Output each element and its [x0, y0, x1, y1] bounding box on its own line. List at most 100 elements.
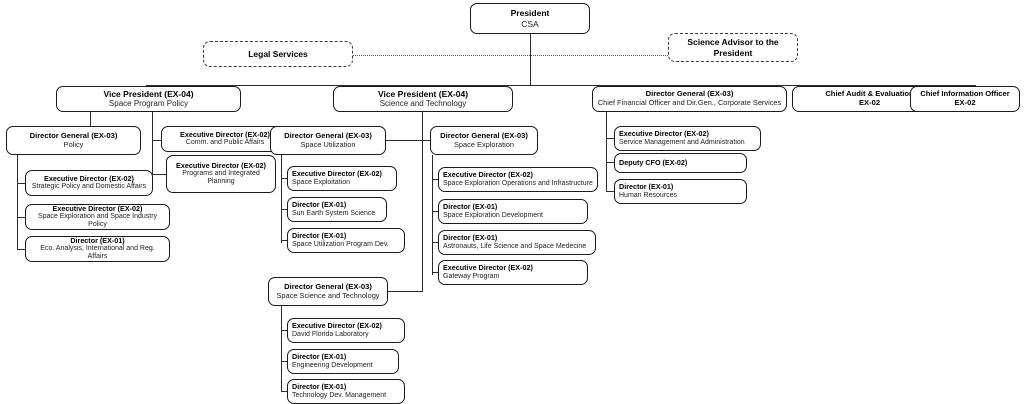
node-dir-technology-dev-management[interactable]: Director (EX-01) Technology Dev. Managem…: [287, 379, 405, 404]
node-dir-engdev-title: Director (EX-01): [292, 352, 347, 362]
connector-stub-ed-gateway: [432, 272, 438, 273]
connector-stub-ed-ops: [432, 179, 438, 180]
node-dir-eco-title: Director (EX-01): [70, 235, 125, 245]
connector-dgexplor-trunk: [432, 155, 433, 275]
connector-vpspp-right-trunk: [152, 112, 153, 174]
connector-vpst-trunk: [422, 112, 423, 292]
connector-stub-ed-programs: [152, 174, 166, 175]
node-ed-strategic-policy[interactable]: Executive Director (EX-02) Strategic Pol…: [25, 170, 153, 196]
connector-stub-dg-scitech: [378, 291, 422, 292]
node-ed-space-exploration-policy[interactable]: Executive Director (EX-02) Space Explora…: [25, 204, 170, 230]
connector-stub-dg-explor: [422, 140, 430, 141]
node-ed-service-title: Executive Director (EX-02): [619, 129, 709, 139]
node-ed-exploit-title: Executive Director (EX-02): [292, 169, 382, 179]
node-dir-engineering-development[interactable]: Director (EX-01) Engineering Development: [287, 349, 399, 374]
node-cio-title: Chief Information Officer: [920, 89, 1010, 99]
node-dir-space-exploration-development[interactable]: Director (EX-01) Space Exploration Devel…: [438, 199, 588, 224]
node-vp-spp-title: Vice President (EX-04): [103, 89, 194, 100]
node-dg-cfo-sub: Chief Financial Officer and Dir.Gen., Co…: [597, 98, 782, 108]
node-dep-cfo-title: Deputy CFO (EX-02): [619, 157, 688, 167]
node-dir-eco-analysis[interactable]: Director (EX-01) Eco. Analysis, Internat…: [25, 236, 170, 262]
node-dg-util-title: Director General (EX-03): [284, 130, 372, 140]
node-dg-scitech-sub: Space Science and Technology: [276, 290, 380, 300]
node-ed-space-exploration-operations[interactable]: Executive Director (EX-02) Space Explora…: [438, 167, 598, 192]
connector-stub-dg-util: [386, 140, 422, 141]
connector-cfo-trunk: [606, 112, 607, 192]
node-ed-service-sub: Service Management and Administration: [619, 138, 745, 146]
connector-stub-dir-expdev: [432, 211, 438, 212]
node-ed-space-exploitation[interactable]: Executive Director (EX-02) Space Exploit…: [287, 166, 397, 191]
node-vp-st-title: Vice President (EX-04): [377, 89, 469, 100]
node-ed-programs-title: Executive Director (EX-02): [176, 160, 266, 170]
node-vp-spp-sub: Space Program Policy: [108, 99, 189, 109]
node-science-advisor-sub: President: [713, 47, 753, 58]
node-dir-hr-title: Director (EX-01): [619, 182, 674, 192]
node-president[interactable]: President CSA: [470, 3, 590, 34]
node-dir-engdev-sub: Engineering Development: [292, 361, 373, 369]
node-ed-spaceexp-pol-sub: Space Exploration and Space Industry Pol…: [37, 213, 158, 229]
node-ed-exploit-sub: Space Exploitation: [292, 178, 350, 186]
node-dir-utilprog-title: Director (EX-01): [292, 231, 347, 241]
connector-dgscitech-trunk: [281, 306, 282, 392]
node-dir-sunearth-title: Director (EX-01): [292, 200, 347, 210]
node-dg-policy[interactable]: Director General (EX-03) Policy: [6, 126, 141, 155]
node-dg-util-sub: Space Utilization: [300, 139, 356, 149]
node-dir-astro-title: Director (EX-01): [443, 233, 498, 243]
node-dg-cfo[interactable]: Director General (EX-03) Chief Financial…: [592, 86, 787, 112]
node-dir-sunearth-sub: Sun Earth System Science: [292, 209, 376, 217]
connector-stub-ed-spaceexp-pol: [17, 217, 25, 218]
node-dg-space-utilization[interactable]: Director General (EX-03) Space Utilizati…: [270, 126, 386, 155]
node-vp-st-sub: Science and Technology: [379, 99, 467, 109]
node-vp-science-technology[interactable]: Vice President (EX-04) Science and Techn…: [333, 86, 513, 112]
node-ed-spaceexp-pol-title: Executive Director (EX-02): [52, 203, 143, 213]
node-dir-space-utilization-program-dev[interactable]: Director (EX-01) Space Utilization Progr…: [287, 228, 405, 253]
connector-stub-dep-cfo: [606, 162, 614, 163]
node-dg-space-science-technology[interactable]: Director General (EX-03) Space Science a…: [268, 277, 388, 306]
node-ed-programs-sub: Programs and Integrated Planning: [182, 169, 260, 186]
node-chief-information-officer[interactable]: Chief Information Officer EX-02: [910, 86, 1020, 112]
node-ed-strategic-sub: Strategic Policy and Domestic Affairs: [31, 183, 147, 191]
node-dg-policy-title: Director General (EX-03): [29, 130, 118, 140]
node-ed-comm-title: Executive Director (EX-02): [180, 129, 270, 139]
node-dir-utilprog-sub: Space Utilization Program Dev.: [292, 240, 389, 248]
node-science-advisor-title: Science Advisor to the: [687, 37, 779, 48]
connector-stub-ed-dfl: [281, 330, 287, 331]
node-dir-expdev-sub: Space Exploration Development: [443, 211, 544, 219]
node-dg-scitech-title: Director General (EX-03): [284, 281, 372, 291]
node-ed-gateway-sub: Gateway Program: [443, 272, 500, 280]
connector-stub-ed-service: [606, 138, 614, 139]
node-dir-expdev-title: Director (EX-01): [443, 202, 498, 212]
node-science-advisor[interactable]: Science Advisor to the President: [668, 33, 798, 62]
connector-staff-dotted: [352, 55, 670, 56]
connector-stub-dir-hr: [606, 191, 614, 192]
node-ed-ops-title: Executive Director (EX-02): [443, 170, 533, 180]
node-dir-sun-earth-system-science[interactable]: Director (EX-01) Sun Earth System Scienc…: [287, 197, 387, 222]
node-dg-cfo-title: Director General (EX-03): [645, 89, 734, 99]
node-ed-dfl-title: Executive Director (EX-02): [292, 321, 382, 331]
node-dir-astronauts-life-science[interactable]: Director (EX-01) Astronauts, Life Scienc…: [438, 230, 596, 255]
connector-stub-dir-techdev: [281, 391, 287, 392]
node-dg-space-exploration[interactable]: Director General (EX-03) Space Explorati…: [430, 126, 538, 155]
node-ed-comm-sub: Comm. and Public Affairs: [185, 139, 265, 147]
node-cae-sub: EX-02: [858, 98, 881, 107]
node-ed-service-management-administration[interactable]: Executive Director (EX-02) Service Manag…: [614, 126, 761, 151]
node-dir-eco-sub: Eco. Analysis, International and Reg. Af…: [40, 245, 155, 261]
node-cio-sub: EX-02: [954, 98, 976, 107]
node-ed-david-florida-laboratory[interactable]: Executive Director (EX-02) David Florida…: [287, 318, 405, 343]
node-dg-explor-title: Director General (EX-03): [440, 130, 528, 140]
node-dg-policy-sub: Policy: [63, 139, 84, 149]
node-deputy-cfo[interactable]: Deputy CFO (EX-02): [614, 153, 747, 173]
connector-stub-dir-astro: [432, 242, 438, 243]
node-ed-gateway-program[interactable]: Executive Director (EX-02) Gateway Progr…: [438, 260, 588, 285]
node-dir-techdev-sub: Technology Dev. Management: [292, 391, 387, 399]
node-cae-title: Chief Audit & Evaluation: [825, 89, 914, 99]
node-dir-human-resources[interactable]: Director (EX-01) Human Resources: [614, 179, 747, 204]
node-legal-services[interactable]: Legal Services: [203, 41, 353, 67]
connector-stub-ed-strategic: [17, 183, 25, 184]
node-ed-comm-public-affairs[interactable]: Executive Director (EX-02) Comm. and Pub…: [161, 126, 289, 152]
node-ed-ops-sub: Space Exploration Operations and Infrast…: [443, 179, 593, 187]
node-ed-programs-integrated-planning[interactable]: Executive Director (EX-02) Programs and …: [166, 155, 276, 193]
node-vp-space-program-policy[interactable]: Vice President (EX-04) Space Program Pol…: [56, 86, 241, 112]
node-ed-strategic-title: Executive Director (EX-02): [44, 173, 134, 183]
